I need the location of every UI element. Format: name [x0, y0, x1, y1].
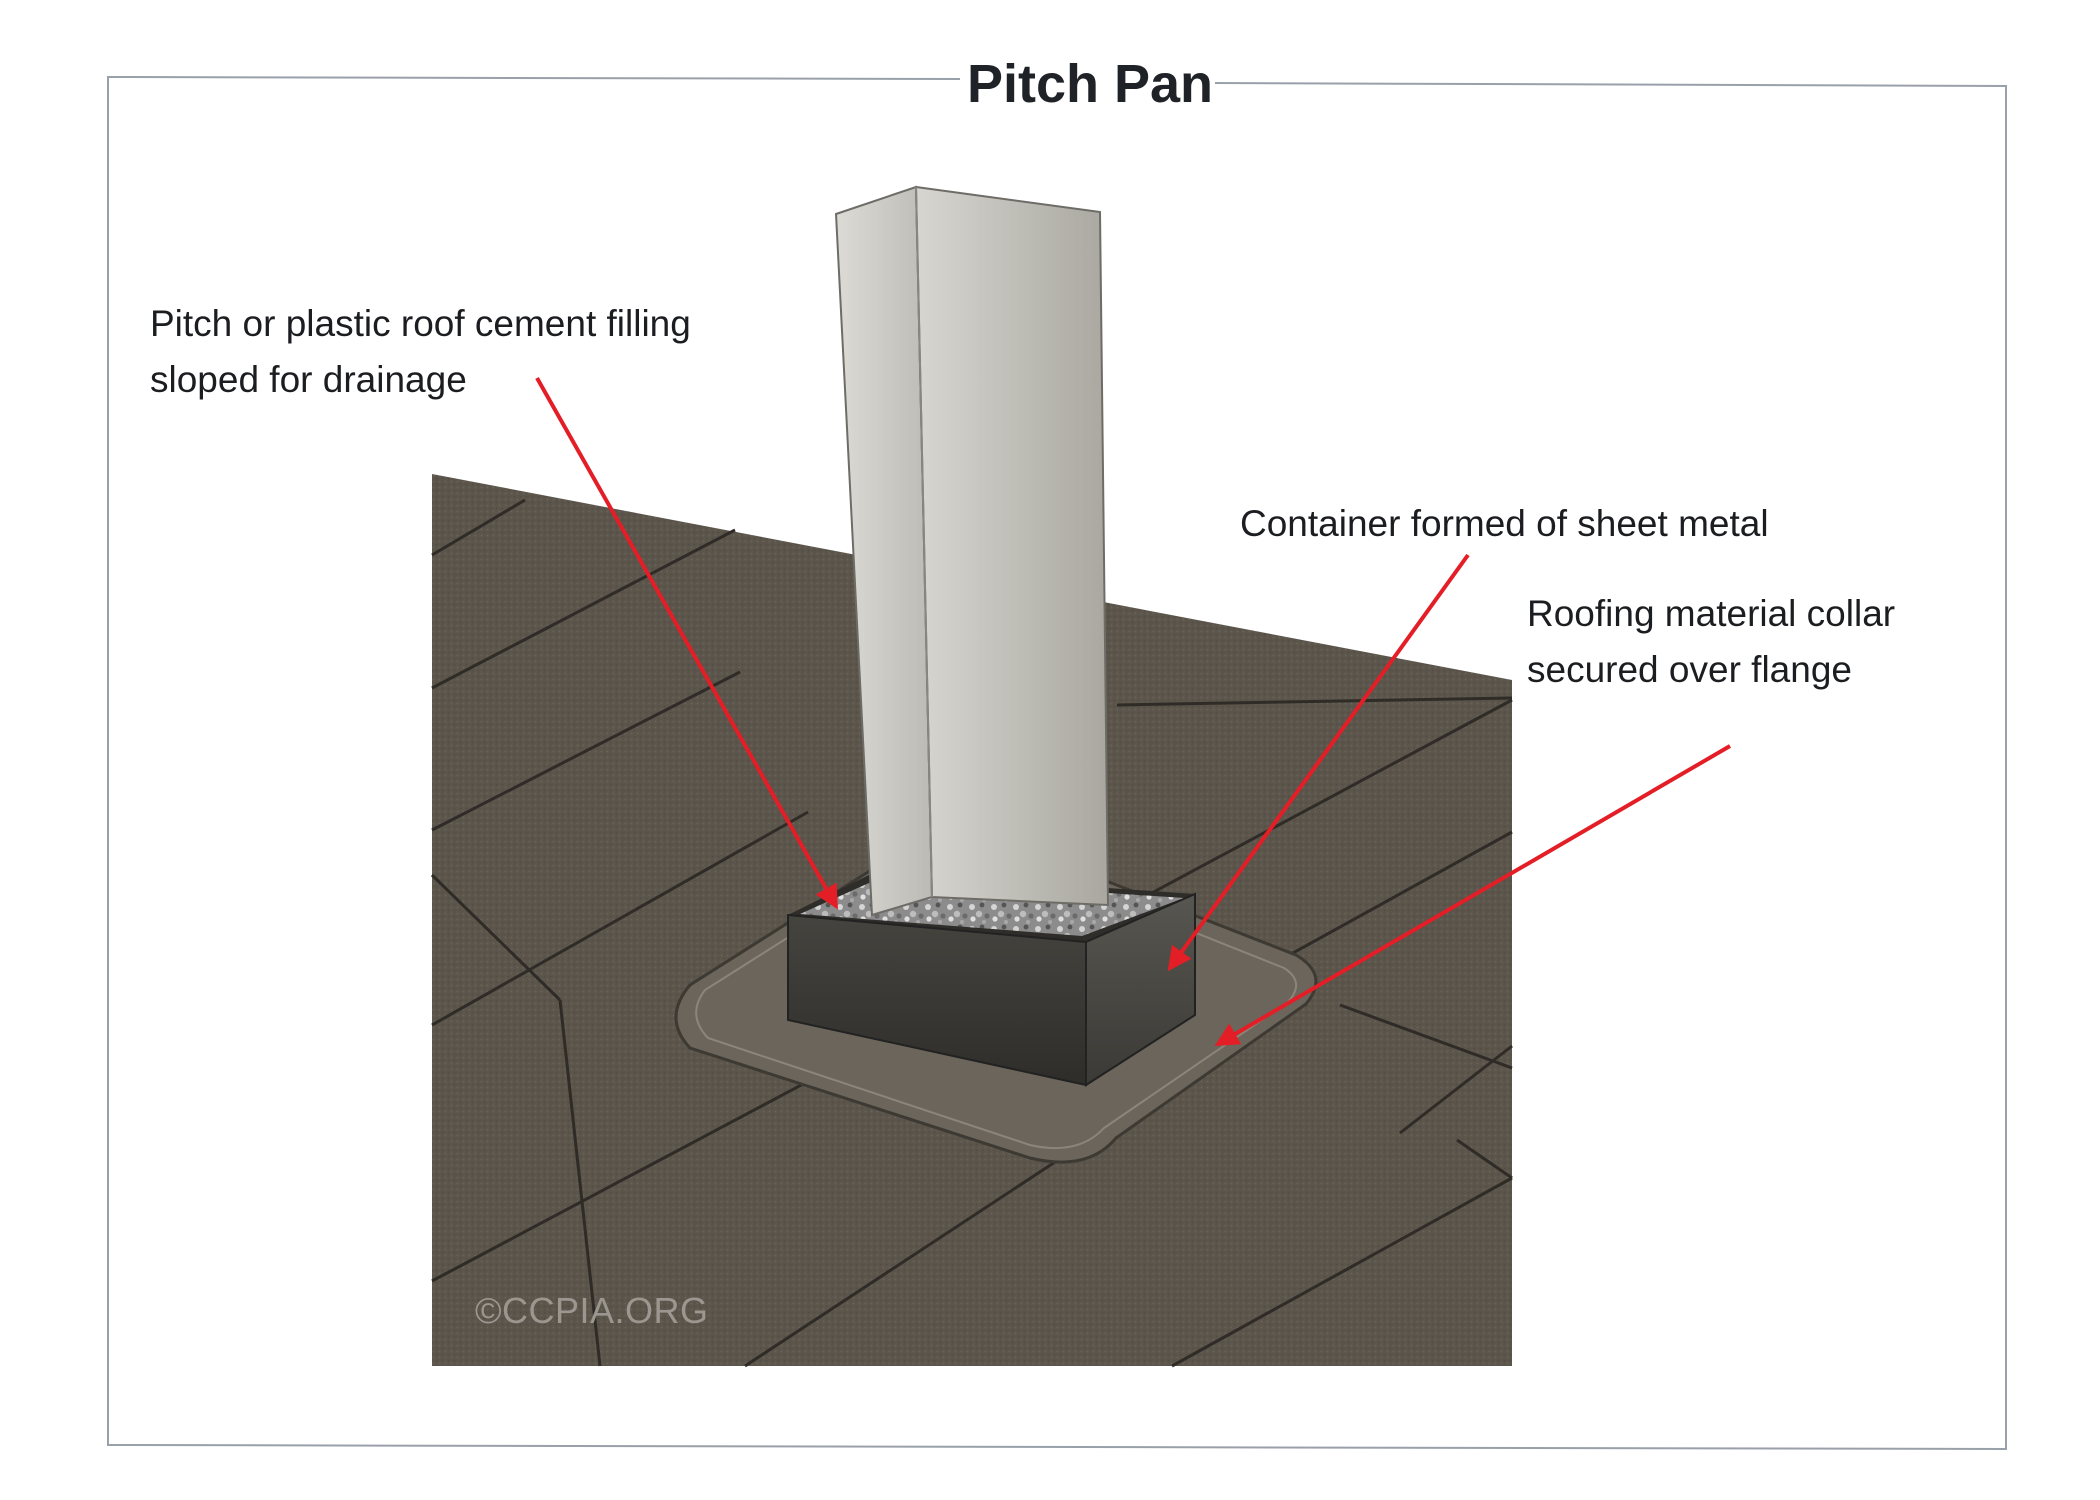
copyright-watermark: ©CCPIA.ORG — [475, 1290, 709, 1331]
label-pitch-filling: Pitch or plastic roof cement filling slo… — [150, 296, 691, 408]
label-collar-line1: Roofing material collar — [1527, 593, 1896, 634]
frame-border — [107, 75, 2007, 1451]
label-collar: Roofing material collar secured over fla… — [1527, 586, 1895, 698]
diagram-title: Pitch Pan — [966, 54, 1214, 114]
label-collar-line2: secured over flange — [1527, 649, 1852, 690]
arrow-collar — [1214, 744, 1732, 1047]
label-pitch-line2: sloped for drainage — [150, 359, 467, 400]
label-pitch-line1: Pitch or plastic roof cement filling — [150, 303, 691, 344]
label-container-line1: Container formed of sheet metal — [1240, 503, 1769, 544]
leader-arrows — [535, 377, 1732, 1047]
steel-post — [834, 185, 1110, 917]
arrow-container — [1167, 553, 1470, 972]
arrow-pitch — [535, 377, 838, 910]
label-container: Container formed of sheet metal — [1240, 496, 1769, 552]
